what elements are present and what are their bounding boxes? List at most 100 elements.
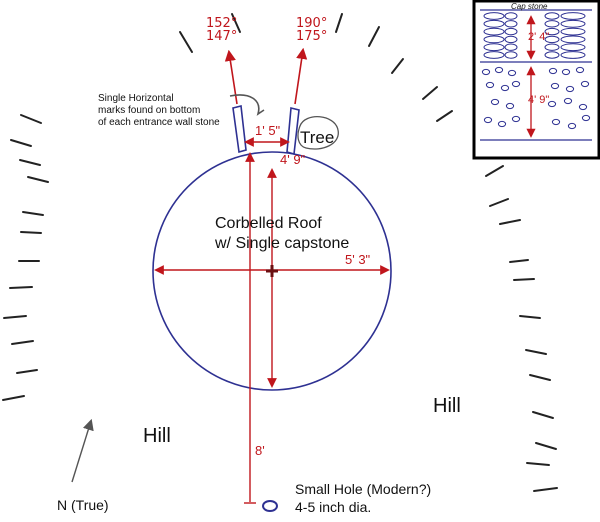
- inset-stone: [550, 82, 560, 90]
- inset-stone: [560, 27, 586, 36]
- inset-stone: [497, 120, 507, 128]
- note-line-1: Single Horizontal: [98, 93, 174, 104]
- north-arrow: [71, 418, 94, 483]
- hachure-mark: [489, 198, 509, 207]
- inset-stone: [547, 100, 557, 108]
- hachure-mark: [485, 165, 504, 177]
- inset-stone: [511, 115, 521, 123]
- bearing-arrow-right: [294, 47, 308, 105]
- inset-lower-label: 4' 9": [528, 94, 549, 106]
- hachure-mark: [335, 13, 343, 33]
- inset-stone: [544, 12, 560, 20]
- inset-stone: [560, 19, 586, 28]
- inset-stone: [544, 35, 560, 44]
- inset-stone: [581, 114, 591, 122]
- hachure-mark: [10, 139, 32, 147]
- bearing-right-lower: 175°: [296, 29, 327, 44]
- hachure-mark: [22, 211, 44, 216]
- inset-capstone-label: Cap stone: [511, 2, 548, 11]
- hachure-mark: [499, 219, 521, 225]
- hachure-mark: [2, 395, 25, 401]
- tree-outline: [297, 116, 339, 150]
- inset-stone: [483, 51, 505, 59]
- hachure-mark: [11, 340, 34, 345]
- inset-stone: [544, 43, 560, 51]
- chamber-outline: [152, 151, 392, 391]
- hachure-mark: [27, 176, 49, 183]
- inset-stone: [504, 35, 518, 44]
- note-line-2: marks found on bottom: [98, 105, 200, 116]
- hachure-mark: [532, 411, 554, 419]
- entrance-width-label: 1' 5": [255, 123, 281, 138]
- hachure-mark: [9, 286, 33, 289]
- bearing-right-upper: 190°: [296, 16, 327, 31]
- hachure-mark: [525, 349, 547, 355]
- inset-stone: [544, 51, 560, 59]
- hachure-mark: [519, 315, 541, 319]
- inset-stone: [483, 27, 505, 36]
- hachure-mark: [368, 26, 380, 47]
- inset-stone: [504, 12, 518, 20]
- bearing-left-upper: 152°: [206, 16, 237, 31]
- inset-stone: [483, 19, 505, 28]
- inset-stone: [551, 118, 561, 126]
- inset-stone: [560, 35, 586, 44]
- inset-stone: [490, 98, 500, 106]
- inset-stone: [483, 116, 493, 124]
- hachure-mark: [533, 487, 558, 492]
- hill-left-label: Hill: [143, 425, 171, 447]
- inset-stone: [580, 80, 590, 88]
- hachure-mark: [179, 31, 193, 53]
- tree-label: Tree: [300, 128, 334, 147]
- bearing-left-lower: 147°: [206, 29, 237, 44]
- inset-stone: [483, 35, 505, 44]
- inset-stone: [548, 67, 558, 75]
- hole-distance-label: 8': [255, 443, 265, 458]
- hachure-mark: [3, 315, 27, 319]
- inset-stone: [575, 66, 585, 74]
- inset-stone: [504, 20, 518, 28]
- note-line-3: of each entrance wall stone: [98, 117, 220, 128]
- inset-stone: [507, 69, 517, 77]
- inset-stone: [485, 81, 495, 89]
- hachure-mark: [20, 231, 42, 234]
- hachure-mark: [529, 374, 551, 381]
- hachure-mark: [231, 13, 241, 33]
- inset-stone: [481, 68, 491, 76]
- inset-stone: [578, 103, 588, 111]
- inset-stone: [483, 12, 505, 20]
- hole-label-line-2: 4-5 inch dia.: [295, 499, 371, 515]
- inset-stone: [560, 51, 586, 59]
- inset-stone: [563, 97, 573, 105]
- hachure-mark: [422, 86, 438, 100]
- inset-stone: [505, 102, 515, 110]
- hill-right-label: Hill: [433, 395, 461, 417]
- hill-hachures: [2, 13, 558, 492]
- inset-stone: [544, 27, 560, 36]
- inset-stone: [544, 20, 560, 28]
- hachure-mark: [436, 110, 453, 122]
- diameter-label: 5' 3": [345, 252, 371, 267]
- inset-stone: [561, 68, 571, 76]
- hachure-mark: [535, 442, 557, 450]
- inset-stone: [504, 27, 518, 36]
- hole-label-line-1: Small Hole (Modern?): [295, 481, 431, 497]
- inset-stone: [504, 51, 518, 59]
- hachure-mark: [20, 114, 42, 124]
- inset-stone: [511, 80, 521, 88]
- hachure-mark: [509, 259, 529, 263]
- note-leader-arrow: [229, 94, 265, 116]
- north-label: N (True): [57, 497, 109, 513]
- hachure-mark: [526, 462, 550, 466]
- hachure-mark: [19, 159, 41, 166]
- inset-stone: [494, 66, 504, 74]
- center-mark: [266, 265, 278, 277]
- hachure-mark: [513, 278, 535, 281]
- height-label: 4' 9": [280, 152, 306, 167]
- roof-label-line-1: Corbelled Roof: [215, 215, 322, 232]
- roof-label-line-2: w/ Single capstone: [214, 235, 349, 252]
- hachure-mark: [391, 58, 404, 74]
- inset-stone: [565, 85, 575, 93]
